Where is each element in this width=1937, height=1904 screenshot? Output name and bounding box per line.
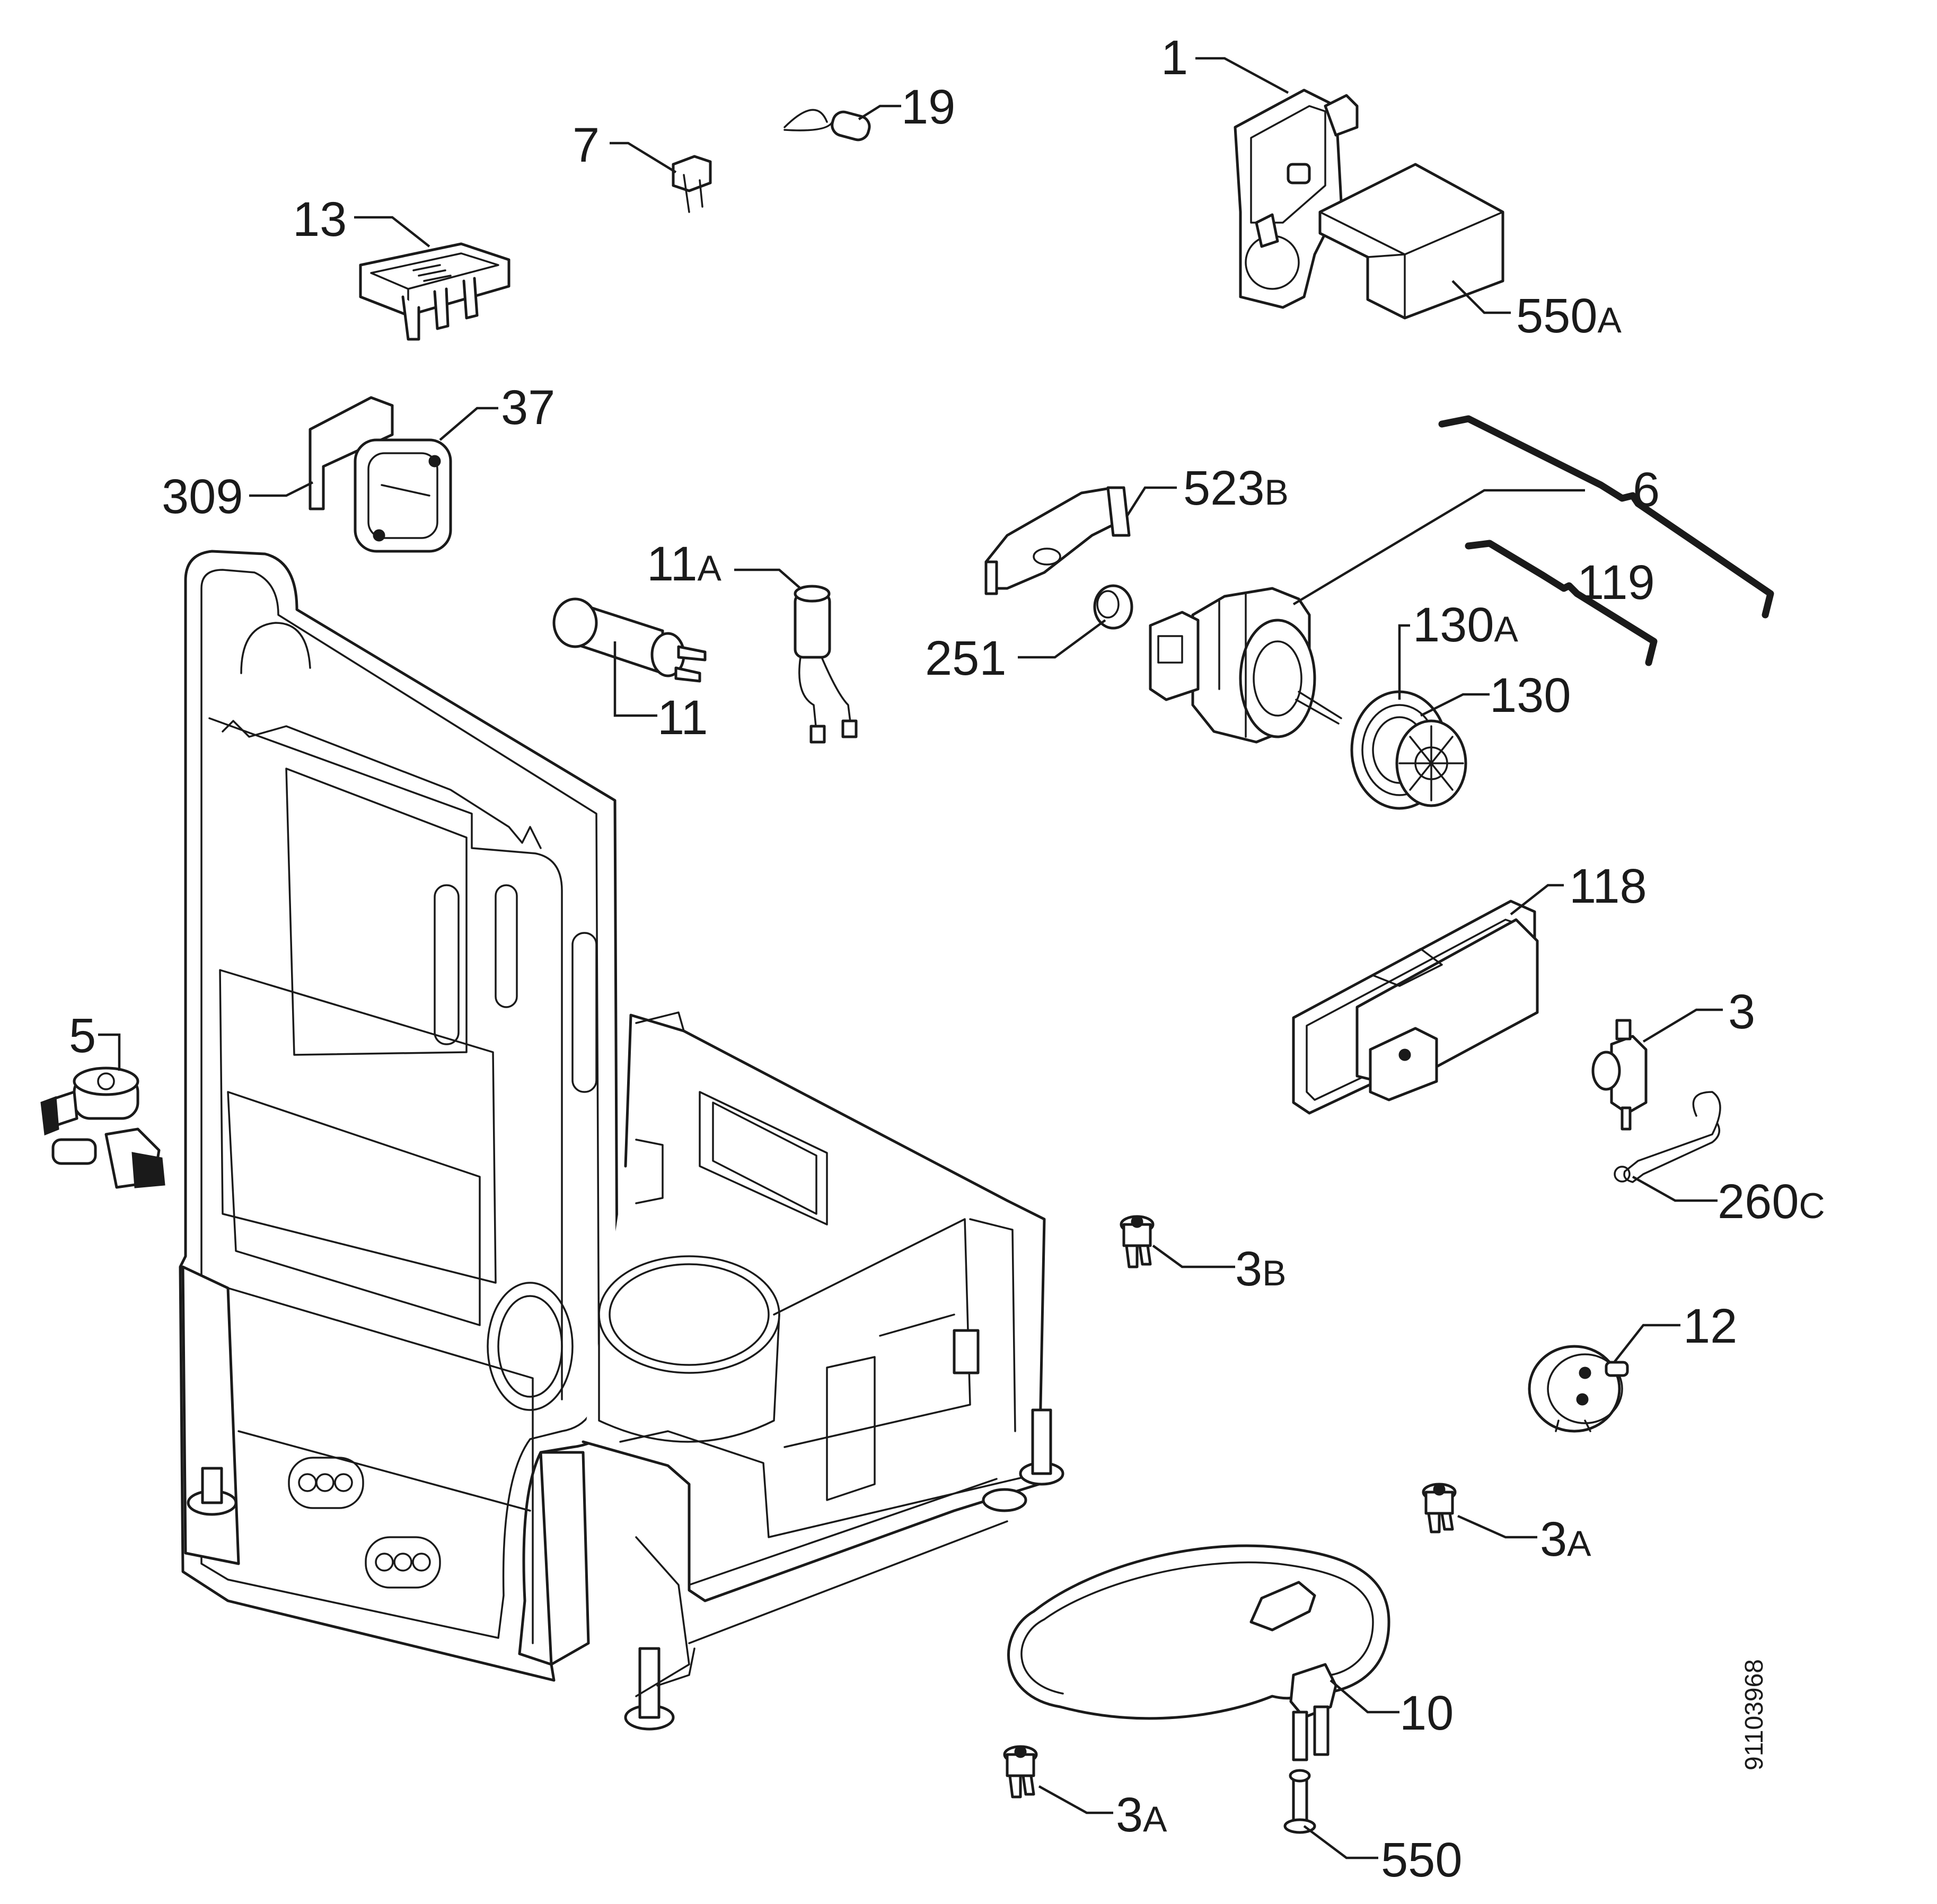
callout-251: 251 <box>925 631 1007 685</box>
callout-6: 6 <box>1633 463 1660 517</box>
thermal-fuse-part-19 <box>783 109 871 142</box>
callout-118: 118 <box>1569 859 1647 913</box>
callout-3B: 3B <box>1235 1242 1287 1296</box>
document-number: 91103968 <box>1740 1659 1768 1770</box>
callout-7: 7 <box>573 118 600 172</box>
callout-13: 13 <box>293 192 347 246</box>
capacitor-part-11 <box>552 597 707 683</box>
callout-130A: 130A <box>1413 598 1519 652</box>
callout-260C: 260C <box>1718 1175 1825 1229</box>
brace-group-119 <box>1465 540 1658 666</box>
microswitch-part-7 <box>672 155 712 213</box>
callout-10: 10 <box>1399 1686 1454 1740</box>
pump-motor-part-6 <box>1149 587 1342 744</box>
callout-1: 1 <box>1161 31 1188 85</box>
sensor-part-3B <box>1120 1215 1155 1268</box>
callout-130: 130 <box>1490 668 1571 722</box>
timer-part-1 <box>1234 89 1359 309</box>
detergent-dispenser-part-118 <box>1292 900 1539 1115</box>
sensor-part-3A-right <box>1422 1483 1457 1533</box>
callout-19: 19 <box>901 80 955 134</box>
callout-3A-bottom: 3A <box>1116 1788 1167 1842</box>
switch-block-part-13 <box>359 242 510 341</box>
leader-lines <box>98 57 1723 1859</box>
callout-11A: 11A <box>647 537 722 591</box>
timer-cover-part-550A <box>1318 163 1504 320</box>
motor-bracket-part-523B <box>984 486 1131 595</box>
spring-clip-part-260C <box>1614 1091 1721 1183</box>
sensor-part-3A-bottom <box>1003 1745 1038 1799</box>
inlet-valve-part-5 <box>40 1066 165 1189</box>
thermostat-part-12 <box>1528 1345 1629 1433</box>
callout-119: 119 <box>1577 556 1655 610</box>
pressure-switch-part-37 <box>309 396 452 553</box>
callout-labels: 1 19 7 13 550A 37 309 523B 6 11A 119 130… <box>69 31 1825 1887</box>
screw-part-550 <box>1283 1769 1316 1834</box>
callout-3A-right: 3A <box>1540 1512 1591 1566</box>
dishwasher-frame <box>179 550 1064 1731</box>
callout-523B: 523B <box>1183 461 1289 515</box>
callout-550: 550 <box>1381 1833 1463 1887</box>
impeller-part-130 <box>1350 690 1467 810</box>
brace-group-6 <box>1438 415 1774 619</box>
grommet-part-251 <box>1093 584 1133 630</box>
suppressor-part-11A <box>794 585 858 744</box>
callout-309: 309 <box>162 470 243 524</box>
callout-550A: 550A <box>1516 289 1622 343</box>
callout-11: 11 <box>657 691 708 745</box>
callout-12: 12 <box>1683 1299 1737 1353</box>
callout-5: 5 <box>69 1009 96 1063</box>
float-switch-part-3 <box>1591 1019 1648 1131</box>
heating-element-part-10 <box>1007 1544 1390 1761</box>
callout-37: 37 <box>501 381 555 435</box>
callout-3: 3 <box>1728 985 1755 1039</box>
